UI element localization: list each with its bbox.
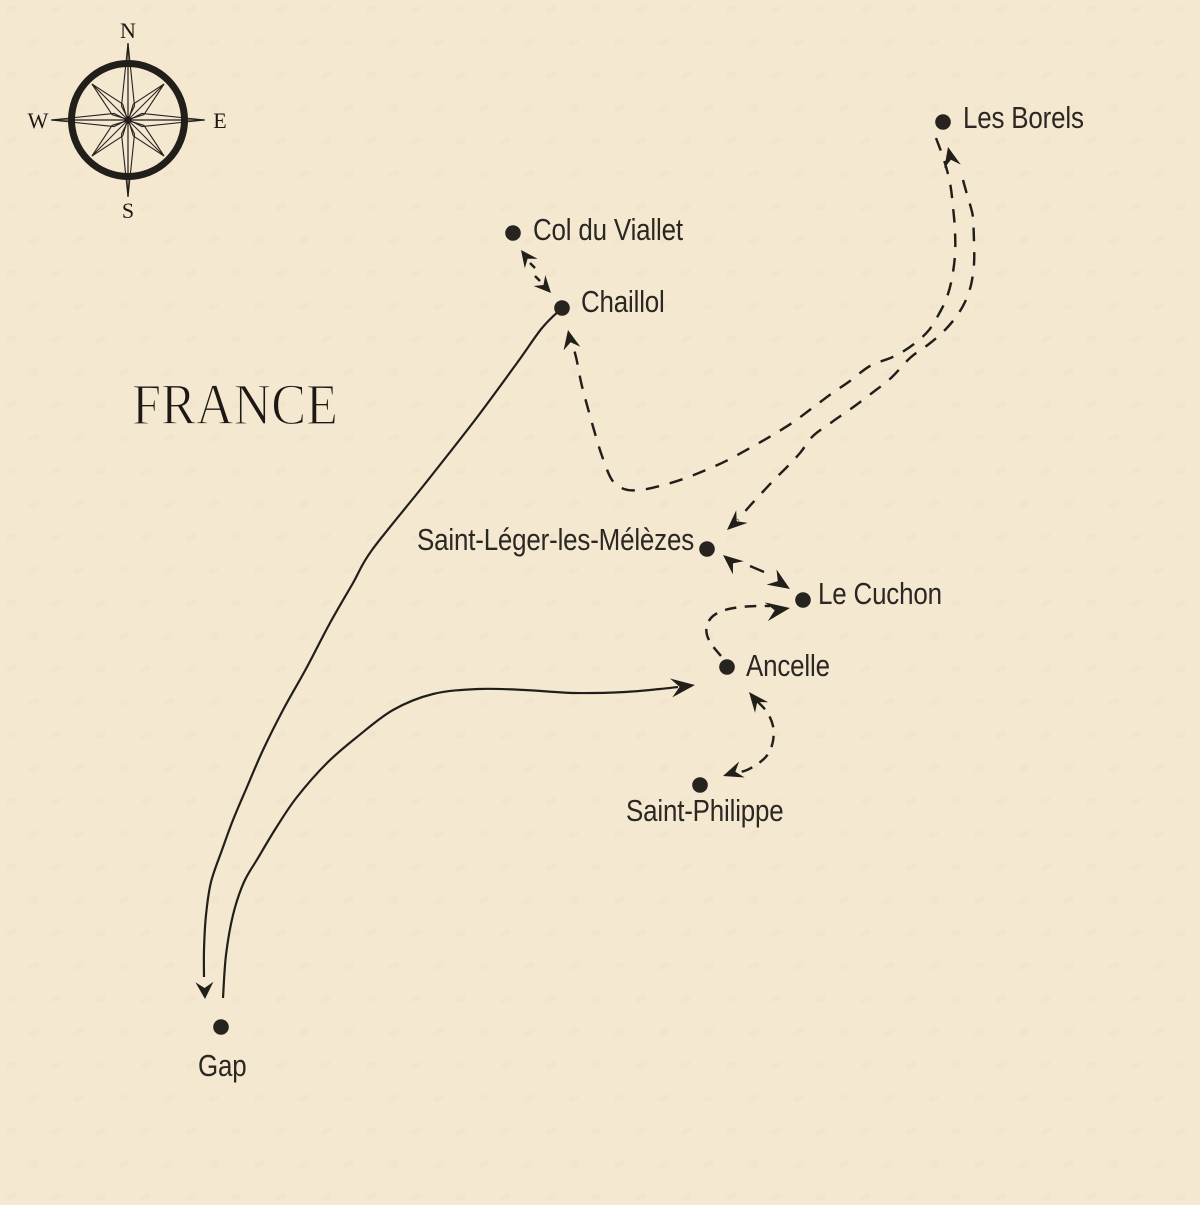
svg-text:Col du Viallet: Col du Viallet xyxy=(533,212,683,246)
svg-text:Ancelle: Ancelle xyxy=(746,648,830,682)
svg-text:Les Borels: Les Borels xyxy=(963,100,1084,134)
svg-text:S: S xyxy=(122,198,134,223)
svg-text:Le Cuchon: Le Cuchon xyxy=(818,576,942,610)
svg-text:E: E xyxy=(213,108,226,133)
svg-text:Chaillol: Chaillol xyxy=(581,284,665,318)
svg-text:N: N xyxy=(120,18,136,43)
svg-text:Saint-Léger-les-Mélèzes: Saint-Léger-les-Mélèzes xyxy=(417,522,694,556)
svg-text:FRANCE: FRANCE xyxy=(132,372,338,436)
svg-text:Saint-Philippe: Saint-Philippe xyxy=(626,793,784,827)
svg-text:W: W xyxy=(28,108,49,133)
svg-text:Gap: Gap xyxy=(198,1048,246,1082)
